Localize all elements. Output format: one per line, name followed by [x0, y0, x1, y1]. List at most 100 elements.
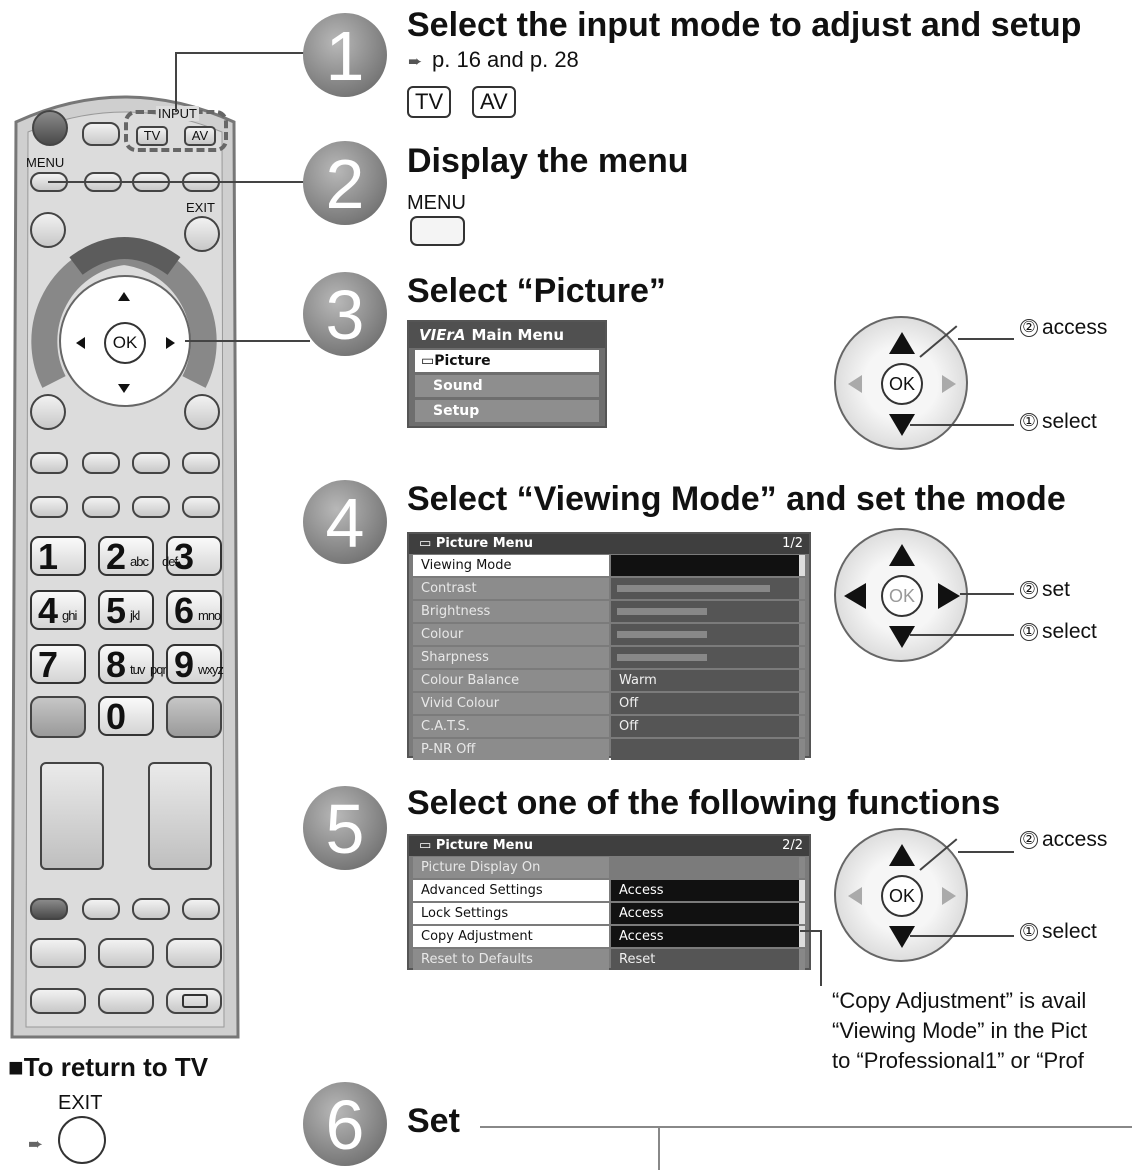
- av-button[interactable]: AV: [184, 126, 216, 146]
- menu-row-value: Off: [611, 693, 805, 714]
- right-arrow-icon: [942, 375, 956, 393]
- remote-ok-button[interactable]: OK: [104, 322, 146, 364]
- remote-blank-right[interactable]: [166, 696, 222, 738]
- menu-row-value: Access: [611, 926, 805, 947]
- remote-bottom-btn1[interactable]: [30, 938, 86, 968]
- remote-left-round-button[interactable]: [30, 212, 66, 248]
- main-menu-item-setup[interactable]: Setup: [415, 400, 599, 422]
- left-arrow-icon: [844, 583, 866, 609]
- connector-line-1-drop: [175, 52, 177, 112]
- picture-menu-2-title-text: Picture Menu: [435, 838, 533, 853]
- colour-button-3[interactable]: [132, 898, 170, 920]
- remote-bottom-btn3[interactable]: [166, 938, 222, 968]
- num-key-digit: 6: [174, 590, 195, 631]
- connector-line-1: [175, 52, 305, 54]
- remote-row2-btn4[interactable]: [182, 496, 220, 518]
- menu-row-cats[interactable]: C.A.T.S.Off: [413, 716, 805, 738]
- remote-lower-left-round[interactable]: [30, 394, 66, 430]
- remote-row1-btn1[interactable]: [30, 452, 68, 474]
- top-small-button[interactable]: [82, 122, 120, 146]
- num-key-1[interactable]: 1: [30, 536, 86, 577]
- circle-1-icon: ①: [1020, 413, 1038, 431]
- menu-row-brightness[interactable]: Brightness: [413, 601, 805, 623]
- up-arrow-icon: [889, 844, 915, 866]
- right-arrow-icon: [166, 337, 175, 349]
- tv-button[interactable]: TV: [136, 126, 168, 146]
- remote-row2-btn2[interactable]: [82, 496, 120, 518]
- colour-button-4[interactable]: [182, 898, 220, 920]
- menu-row-viewing-mode[interactable]: Viewing Mode: [413, 555, 805, 577]
- menu-row-label: Brightness: [413, 601, 609, 622]
- main-menu-title-text: Main Menu: [471, 326, 565, 344]
- menu-row-picture-display[interactable]: Picture Display On: [413, 857, 805, 879]
- remote-lower-right-round[interactable]: [184, 394, 220, 430]
- exit-button[interactable]: [184, 216, 220, 252]
- num-key-digit: 1: [38, 536, 59, 577]
- colour-button-1[interactable]: [30, 898, 68, 920]
- note-line-3: to “Professional1” or “Prof: [832, 1048, 1084, 1073]
- viera-logo: VIErA: [419, 326, 466, 344]
- step-2-circle: 2: [303, 141, 387, 225]
- step-2-title: Display the menu: [407, 142, 689, 180]
- num-key-0[interactable]: 0: [98, 696, 154, 737]
- step-3-title: Select “Picture”: [407, 272, 666, 310]
- av-key: AV: [472, 86, 516, 118]
- remote-bottom-btn6[interactable]: [166, 988, 222, 1014]
- return-to-tv-title: ■To return to TV: [8, 1052, 209, 1082]
- remote-row2-btn3[interactable]: [132, 496, 170, 518]
- power-button[interactable]: [32, 110, 68, 146]
- menu-row-value: [611, 647, 805, 668]
- volume-rocker[interactable]: [40, 762, 104, 870]
- num-key-letters: jkl: [130, 608, 140, 623]
- remote-bottom-btn4[interactable]: [30, 988, 86, 1014]
- menu-row-p-nr[interactable]: P-NR Off: [413, 739, 805, 761]
- note-line-2: “Viewing Mode” in the Pict: [832, 1018, 1088, 1043]
- circle-2-icon: ②: [1020, 319, 1038, 337]
- access-pointer-line-5: [958, 851, 1014, 853]
- remote-row1-btn2[interactable]: [82, 452, 120, 474]
- menu-row-label: Sharpness: [413, 647, 609, 668]
- remote-row1-btn3[interactable]: [132, 452, 170, 474]
- up-arrow-icon: [889, 332, 915, 354]
- main-menu-item-sound[interactable]: Sound: [415, 375, 599, 397]
- connector-line-3: [185, 340, 310, 342]
- step-4-circle: 4: [303, 480, 387, 564]
- left-arrow-icon: [848, 887, 862, 905]
- aspect-icon: [182, 994, 208, 1008]
- set-text: set: [1042, 578, 1071, 601]
- remote-blank-left[interactable]: [30, 696, 86, 738]
- menu-row-sharpness[interactable]: Sharpness: [413, 647, 805, 669]
- num-key-7[interactable]: 7: [30, 644, 86, 685]
- num-key-digit: 0: [106, 696, 127, 737]
- connector-line-2: [48, 181, 308, 183]
- remote-bottom-btn5[interactable]: [98, 988, 154, 1014]
- menu-row-value: Access: [611, 903, 805, 924]
- set-line-drop: [658, 1126, 660, 1170]
- remote-row1-btn4[interactable]: [182, 452, 220, 474]
- menu-row-value: [611, 578, 805, 599]
- colour-button-2[interactable]: [82, 898, 120, 920]
- return-exit-button[interactable]: [58, 1116, 106, 1164]
- menu-row-contrast[interactable]: Contrast: [413, 578, 805, 600]
- main-menu-item-picture[interactable]: ▭Picture: [415, 350, 599, 372]
- remote-bottom-btn2[interactable]: [98, 938, 154, 968]
- select-text: select: [1042, 620, 1097, 643]
- menu-row-label: P-NR Off: [413, 739, 609, 760]
- channel-rocker[interactable]: [148, 762, 212, 870]
- menu-row-colour[interactable]: Colour: [413, 624, 805, 646]
- menu-row-value: [611, 739, 805, 760]
- remote-row2-btn1[interactable]: [30, 496, 68, 518]
